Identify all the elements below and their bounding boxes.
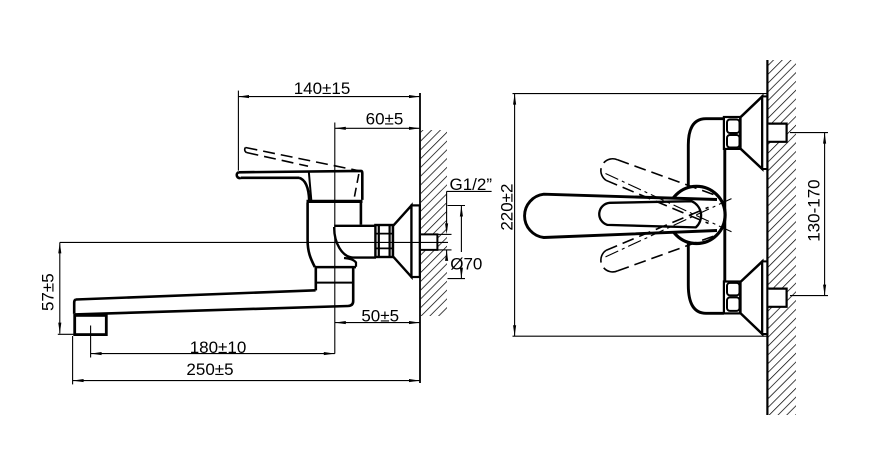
svg-text:50±5: 50±5 [361, 307, 399, 326]
svg-text:220±2: 220±2 [497, 184, 516, 231]
svg-text:180±10: 180±10 [190, 338, 247, 357]
svg-text:60±5: 60±5 [366, 109, 404, 128]
svg-text:Ø70: Ø70 [450, 254, 482, 273]
svg-text:G1/2”: G1/2” [450, 175, 493, 194]
svg-text:250±5: 250±5 [186, 360, 233, 379]
svg-text:140±15: 140±15 [294, 79, 351, 98]
svg-text:57±5: 57±5 [39, 273, 58, 311]
svg-text:130-170: 130-170 [804, 179, 823, 241]
